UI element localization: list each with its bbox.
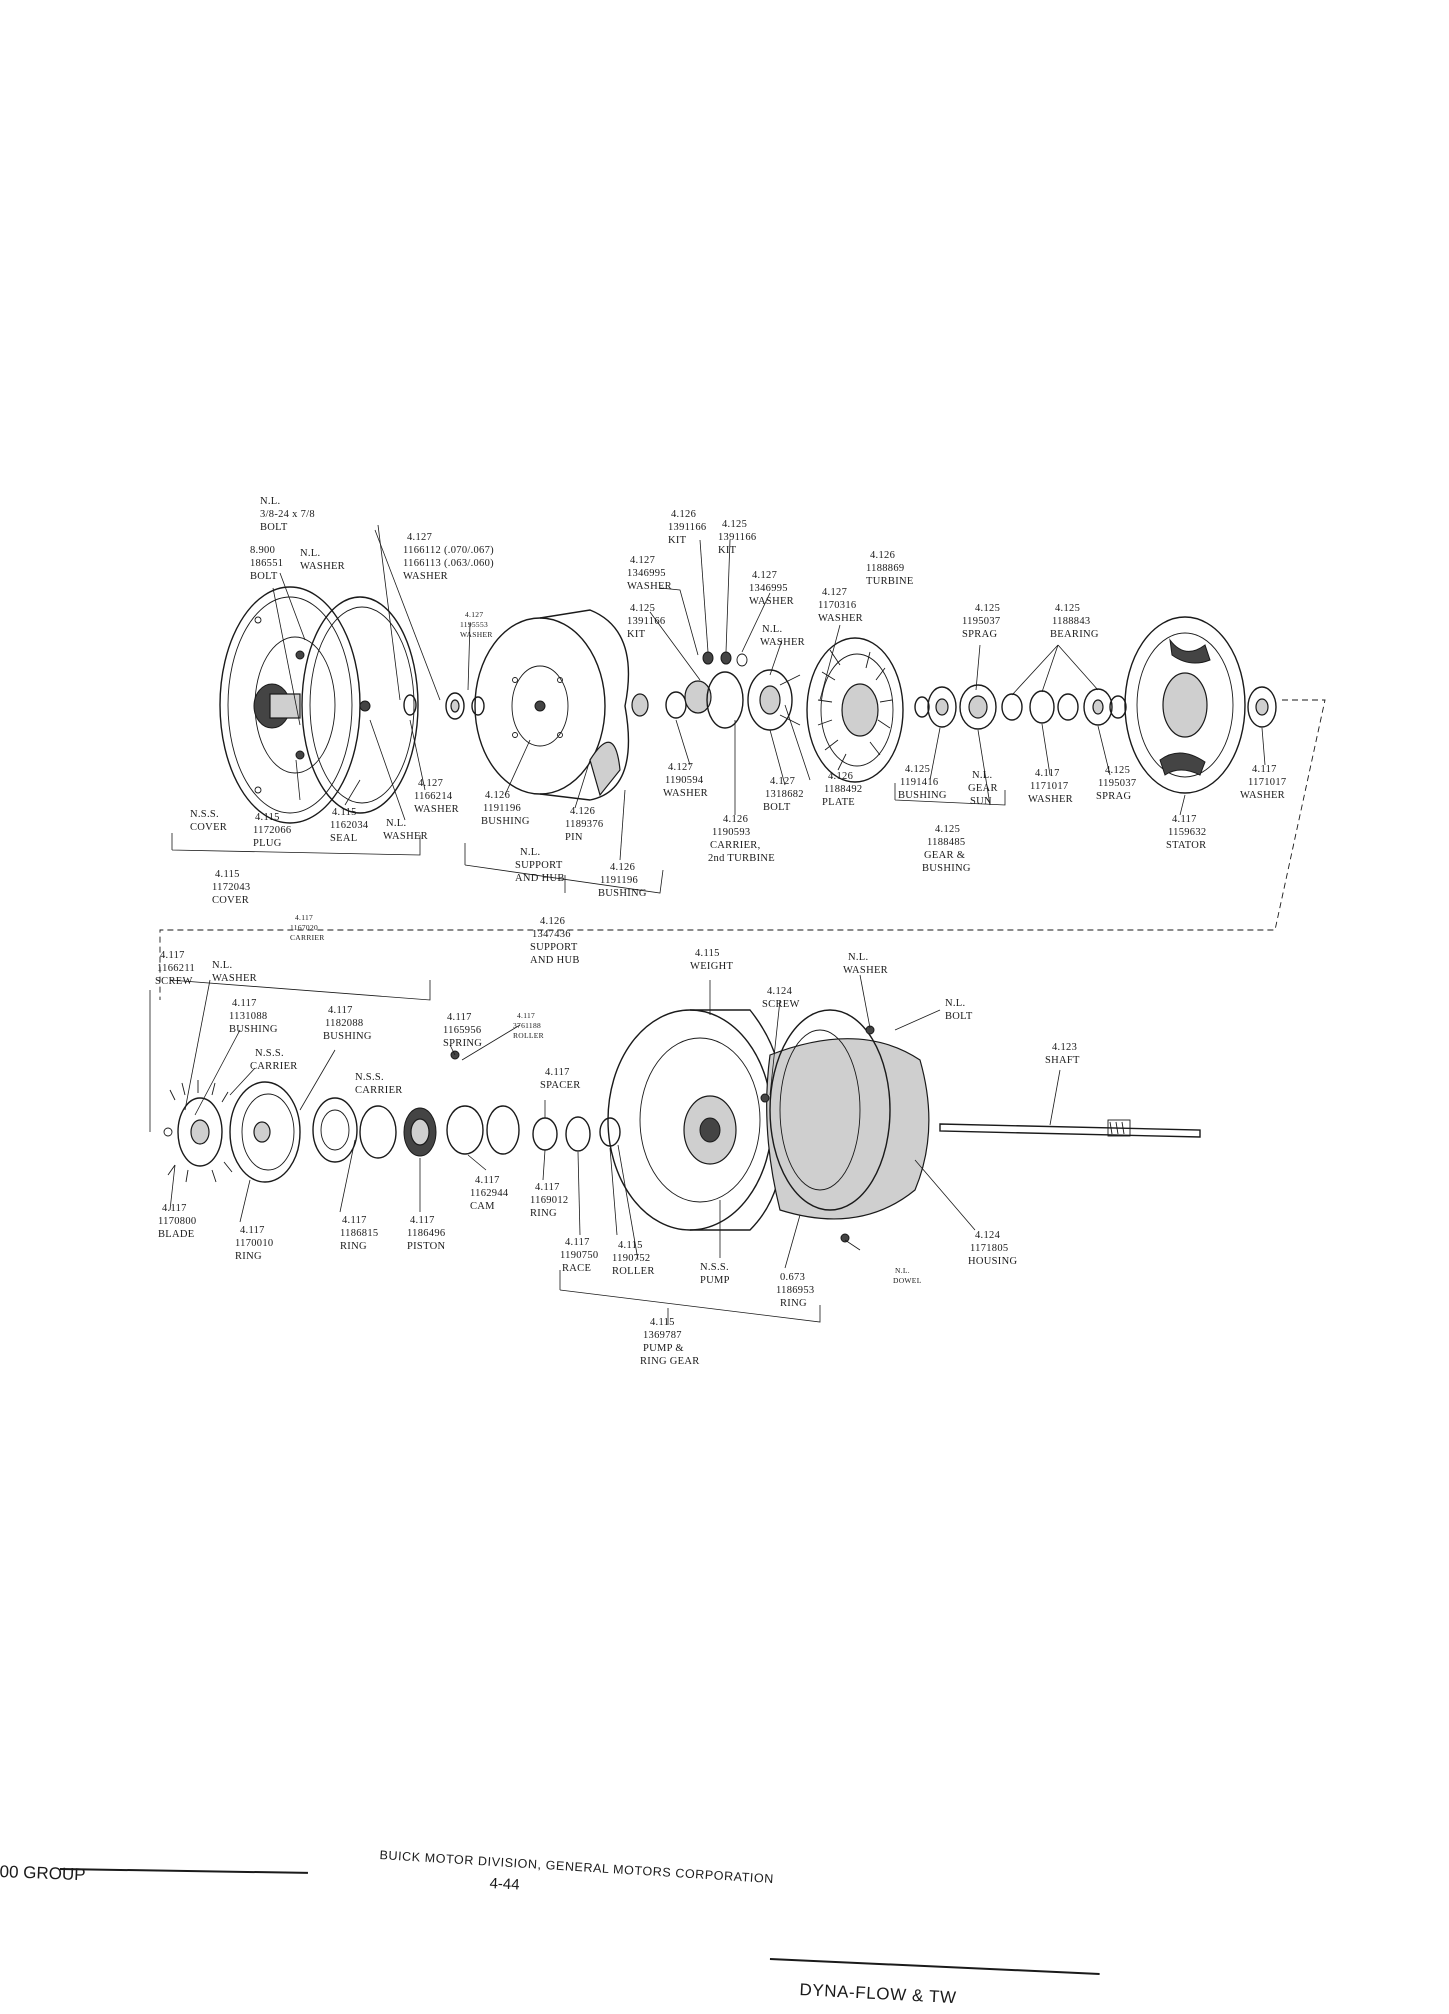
callout-cover-4115: 4.115 1172043 COVER — [212, 869, 253, 906]
callout-washer-nl-1: N.L. WASHER — [300, 548, 345, 572]
callout-seal: 4.115 1162034 SEAL — [330, 807, 371, 844]
callout-stator: 4.117 1159632 STATOR — [1166, 814, 1209, 851]
callout-support-hub: 4.126 1347436 SUPPORT AND HUB — [530, 916, 580, 966]
hub-washers — [631, 651, 748, 729]
callout-ring-4117-b: 4.117 1186815 RING — [340, 1215, 381, 1252]
callout-turbine: 4.126 1188869 TURBINE — [866, 550, 914, 587]
callout-nss-carrier-b: N.S.S. CARRIER — [355, 1072, 403, 1096]
cover-drum — [474, 609, 630, 801]
callout-pin: 4.126 1189376 PIN — [565, 806, 606, 843]
stator — [1124, 616, 1246, 794]
cover-flywheel — [219, 586, 361, 824]
callout-washer-nl-4: N.L. WASHER — [212, 960, 257, 984]
callout-washer-4127-b: 4.127 1346995 WASHER — [627, 555, 672, 592]
callout-washer-4127-e: 4.127 1166214 WASHER — [414, 778, 459, 815]
callout-carrier-2nd: 4.126 1190593 CARRIER, 2nd TURBINE — [708, 814, 775, 864]
housing — [760, 1009, 930, 1243]
callout-washer-4127-d: 4.127 1170316 WASHER — [818, 587, 863, 624]
callout-dowel: N.L. DOWEL — [893, 1266, 922, 1285]
callout-washer-4127-small: 4.127 1195553 WASHER — [460, 610, 493, 639]
pump — [607, 1009, 783, 1231]
callout-washer-4117-b: 4.117 1171017 WASHER — [1240, 764, 1289, 801]
turbine — [806, 637, 904, 783]
callout-bushing-4117-b: 4.117 1182088 BUSHING — [323, 1005, 372, 1042]
callout-piston: 4.117 1186496 PISTON — [407, 1215, 448, 1252]
callout-screw-4117: 4.117 1166211 SCREW — [155, 950, 198, 987]
callout-ring-0673: 0.673 1186953 RING — [776, 1272, 817, 1309]
callout-nss-carrier-a: N.S.S. CARRIER — [250, 1048, 298, 1072]
callout-ring-4117-c: 4.117 1169012 RING — [530, 1182, 571, 1219]
callout-washer-4127-f: 4.127 1190594 WASHER — [663, 762, 708, 799]
callout-housing: 4.124 1171805 HOUSING — [968, 1230, 1017, 1267]
callout-bolt-nl: N.L. BOLT — [945, 998, 973, 1022]
sprag-bearing-row — [914, 684, 1127, 730]
callout-gear-bushing: 4.125 1188485 GEAR & BUSHING — [922, 824, 971, 874]
callout-carrier-4117: 4.117 1167020 CARRIER — [290, 913, 325, 942]
callout-bolt-plate: 4.127 1318682 BOLT — [763, 776, 807, 813]
callout-screw-4124: 4.124 SCREW — [762, 986, 800, 1010]
callout-support-hub-nl: N.L. SUPPORT AND HUB — [515, 847, 565, 884]
lower-carrier — [312, 1050, 621, 1163]
callout-bushing-4125: 4.125 1191416 BUSHING — [898, 764, 947, 801]
stator-washer — [1247, 686, 1277, 728]
callout-roller-4117: 4.117 3761188 ROLLER — [513, 1011, 544, 1040]
callout-ring-4117-a: 4.117 1170010 RING — [235, 1225, 276, 1262]
callout-washer-4127-a: 4.127 1166112 (.070/.067) 1166113 (.063/… — [403, 532, 497, 582]
callout-blade: 4.117 1170800 BLADE — [158, 1203, 199, 1240]
callout-race: 4.117 1190750 RACE — [560, 1237, 601, 1274]
callout-bolt-8900: 8.900 186551 BOLT — [250, 545, 286, 582]
callout-bushing-4117-a: 4.117 1131088 BUSHING — [229, 998, 278, 1035]
callout-washer-nl-2: N.L. WASHER — [760, 624, 805, 648]
callout-sprag-top: 4.125 1195037 SPRAG — [962, 603, 1003, 640]
callout-plate: 4.126 1188492 PLATE — [822, 771, 865, 808]
callout-bearing: 4.125 1188843 BEARING — [1050, 603, 1099, 640]
shaft — [939, 1119, 1201, 1138]
callout-gear-sun: N.L. GEAR SUN — [968, 770, 1001, 807]
callout-kit-4125: 4.125 1391166 KIT — [627, 603, 668, 640]
callout-bushing-4126-b: 4.126 1191196 BUSHING — [598, 862, 647, 899]
callout-roller-4115: 4.115 1190752 ROLLER — [612, 1240, 655, 1277]
callout-sprag-b: 4.125 1195037 SPRAG — [1096, 765, 1139, 802]
callout-kit-4126: 4.126 1391166 KIT — [668, 509, 709, 546]
callout-bushing-4126: 4.126 1191196 BUSHING — [481, 790, 530, 827]
ring-assembly — [229, 1081, 301, 1183]
callout-weight: 4.115 WEIGHT — [690, 948, 733, 972]
leader-lines — [149, 524, 1266, 1269]
callout-cam: 4.117 1162944 CAM — [470, 1175, 511, 1212]
callout-washer-nl-5: N.L. WASHER — [843, 952, 888, 976]
callout-washer-4127-c: 4.127 1346995 WASHER — [749, 570, 794, 607]
callout-spacer: 4.117 SPACER — [540, 1067, 581, 1091]
callout-plug: 4.115 1172066 PLUG — [253, 812, 294, 849]
seal-ring — [301, 596, 419, 814]
small-washers-row1 — [403, 692, 485, 720]
callout-shaft: 4.123 SHAFT — [1045, 1042, 1080, 1066]
callout-washer-4117-a: 4.117 1171017 WASHER — [1028, 768, 1073, 805]
carrier-2nd-turbine — [747, 669, 801, 731]
group-brackets — [169, 783, 1006, 1325]
footer-page-number: 4-44 — [489, 1875, 520, 1894]
callout-nl-bolt-top: N.L. 3/8-24 x 7/8 BOLT — [260, 496, 318, 533]
callout-kit-4125-top: 4.125 1391166 KIT — [718, 519, 759, 556]
footer-group-label: 00 GROUP — [0, 1862, 86, 1885]
blade-assembly — [163, 1080, 233, 1183]
callout-washer-nl-3: N.L. WASHER — [383, 818, 428, 842]
callout-spring: 4.117 1165956 SPRING — [443, 1012, 484, 1049]
callout-nss-cover: N.S.S. COVER — [190, 809, 227, 833]
callout-nss-pump: N.S.S. PUMP — [700, 1262, 732, 1286]
callout-pump-ring-gear: 4.115 1369787 PUMP & RING GEAR — [640, 1317, 700, 1367]
